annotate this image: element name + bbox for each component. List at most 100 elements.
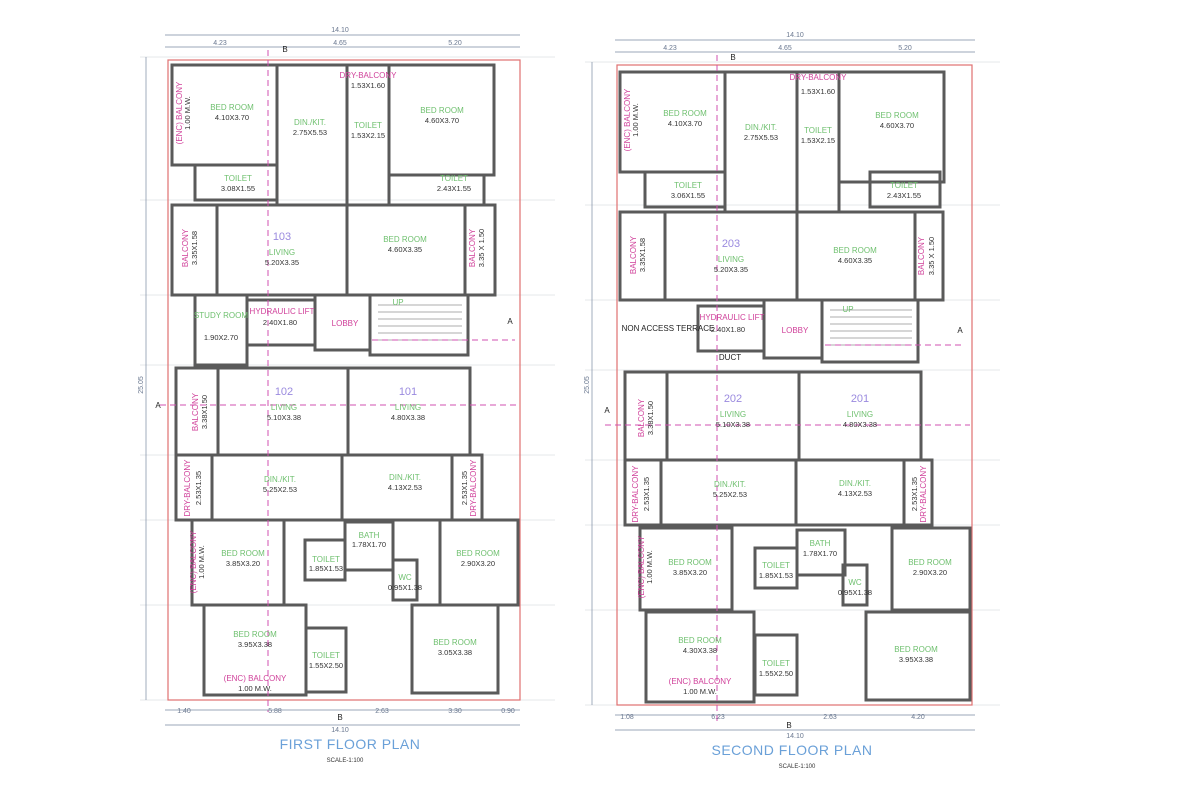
room-size: 3.35X1.58 <box>190 231 199 265</box>
section-mark-b-top: B <box>282 45 287 54</box>
section-mark-a-right: A <box>507 317 513 326</box>
room-label: DIN./KIT. <box>714 480 746 489</box>
room-size: 4.10X3.70 <box>668 119 702 128</box>
room-size: 3.35 X 1.50 <box>927 237 936 275</box>
room-size: 1.00 M.W. <box>631 103 640 137</box>
room-size: 1.00 M.W. <box>683 687 717 696</box>
bottom-dim: 4.20 <box>911 714 925 721</box>
room-size: 5.20X3.35 <box>714 265 748 274</box>
room-size: 1.78X1.70 <box>803 549 837 558</box>
room-labels: BED ROOM 4.10X3.70 DIN./KIT. 2.75X5.53 D… <box>175 71 500 693</box>
room-size: 5.25X2.53 <box>713 490 747 499</box>
room-size: 3.38X1.50 <box>646 401 655 435</box>
room-label: BED ROOM <box>456 549 500 558</box>
room-size: 4.80X3.38 <box>843 420 877 429</box>
room-size: 5.10X3.38 <box>716 420 750 429</box>
bottom-dim: 2.63 <box>375 708 389 715</box>
room-size: 4.60X3.35 <box>838 256 872 265</box>
section-mark-b-bottom: B <box>786 721 791 730</box>
room-label: (ENC) BALCONY <box>189 530 198 593</box>
room-label: DIN./KIT. <box>839 479 871 488</box>
room-size: 2.75X5.53 <box>293 128 327 137</box>
bottom-dim: 3.30 <box>448 708 462 715</box>
room-label: BALCONY <box>637 398 646 437</box>
room-label: LIVING <box>718 255 744 264</box>
room-label: DIN./KIT. <box>294 118 326 127</box>
room-label: TOILET <box>890 181 918 190</box>
room-label: TOILET <box>354 121 382 130</box>
section-mark-a-left: A <box>155 401 161 410</box>
room-label: (ENC) BALCONY <box>224 674 287 683</box>
room-label: TOILET <box>312 555 340 564</box>
room-size: 2.43X1.55 <box>437 184 471 193</box>
room-label: UP <box>392 298 403 307</box>
room-label: DIN./KIT. <box>745 123 777 132</box>
top-total-dim: 14.10 <box>331 27 349 34</box>
room-label: BED ROOM <box>210 103 254 112</box>
room-label: BED ROOM <box>894 645 938 654</box>
bottom-dim: 1.08 <box>620 714 634 721</box>
unit-number: 203 <box>722 238 740 250</box>
room-label: DUCT <box>719 353 741 362</box>
room-size: 1.90X2.70 <box>204 333 238 342</box>
room-size: 3.05X3.38 <box>438 648 472 657</box>
second-floor-plan: 14.10 4.23 4.65 5.20 25.05 <box>584 32 1000 770</box>
room-size: 2.53X1.35 <box>460 471 469 505</box>
room-size: 4.60X3.70 <box>425 116 459 125</box>
room-label: BALCONY <box>917 236 926 275</box>
room-label: BED ROOM <box>233 630 277 639</box>
room-label: TOILET <box>804 126 832 135</box>
bottom-dim: 5.88 <box>268 708 282 715</box>
staircase <box>378 304 462 341</box>
room-size: 1.85X1.53 <box>759 571 793 580</box>
unit-number: 201 <box>851 393 869 405</box>
room-size: 2.53X1.35 <box>194 471 203 505</box>
bottom-dim: 2.63 <box>823 714 837 721</box>
first-floor-plan: 14.10 4.23 4.65 5.20 25.05 <box>138 27 555 764</box>
room-size: 5.25X2.53 <box>263 485 297 494</box>
staircase <box>830 309 912 346</box>
room-size: 1.53X1.60 <box>351 81 385 90</box>
room-label: HYDRAULIC LIFT <box>700 313 765 322</box>
walls <box>170 63 520 697</box>
room-size: 3.08X1.55 <box>221 184 255 193</box>
room-size: 3.35X1.58 <box>638 238 647 272</box>
room-size: 3.85X3.20 <box>226 559 260 568</box>
room-size: 2.90X3.20 <box>461 559 495 568</box>
room-label: NON ACCESS TERRACE <box>622 324 715 333</box>
top-dim: 4.23 <box>213 40 227 47</box>
room-label: (ENC) BALCONY <box>669 677 732 686</box>
room-size: 4.80X3.38 <box>391 413 425 422</box>
room-label: DRY-BALCONY <box>919 465 928 523</box>
top-dim: 5.20 <box>448 40 462 47</box>
room-size: 3.95X3.38 <box>899 655 933 664</box>
room-label: LIVING <box>271 403 297 412</box>
room-label: LIVING <box>269 248 295 257</box>
room-size: 3.95X3.38 <box>238 640 272 649</box>
room-label: TOILET <box>224 174 252 183</box>
plan-scale: SCALE-1:100 <box>779 764 816 770</box>
room-label: HYDRAULIC LIFT <box>250 307 315 316</box>
bottom-total-dim: 14.10 <box>786 733 804 740</box>
room-label: BED ROOM <box>908 558 952 567</box>
room-label: WC <box>398 573 412 582</box>
bottom-total-dim: 14.10 <box>331 727 349 734</box>
room-label: BED ROOM <box>663 109 707 118</box>
room-size: 4.60X3.70 <box>880 121 914 130</box>
room-label: BED ROOM <box>221 549 265 558</box>
room-label: STUDY ROOM <box>194 311 248 320</box>
room-size: 1.85X1.53 <box>309 564 343 573</box>
room-size: 5.10X3.38 <box>267 413 301 422</box>
bottom-dim: 1.40 <box>177 708 191 715</box>
room-size: 1.00 M.W. <box>238 684 272 693</box>
room-label: BATH <box>359 531 380 540</box>
room-label: BED ROOM <box>420 106 464 115</box>
room-label: (ENC) BALCONY <box>637 535 646 598</box>
room-label: LIVING <box>847 410 873 419</box>
room-label: (ENC) BALCONY <box>623 88 632 151</box>
bottom-dim: 0.90 <box>501 708 515 715</box>
room-size: 2.40X1.80 <box>711 325 745 334</box>
room-label: TOILET <box>762 561 790 570</box>
room-size: 1.55X2.50 <box>759 669 793 678</box>
room-label: BED ROOM <box>875 111 919 120</box>
